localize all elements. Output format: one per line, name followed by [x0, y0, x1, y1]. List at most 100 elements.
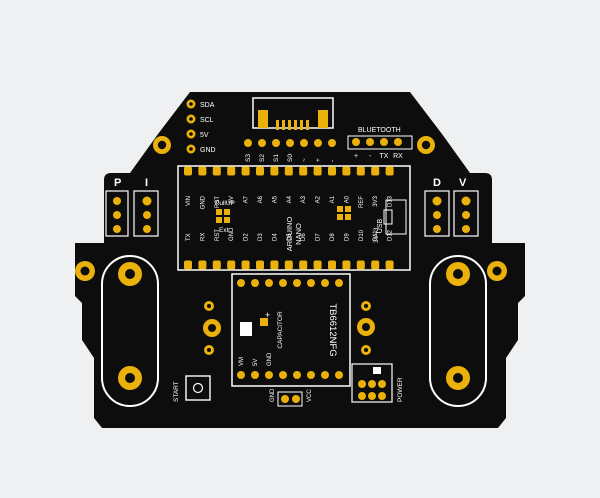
bluetooth-pin-minus: - — [369, 153, 372, 160]
nano-bottom-pin-label-d9: D9 — [344, 233, 350, 241]
nano-bottom-pin-pad-d3 — [256, 260, 264, 270]
nano-bottom-pin-pad-d8 — [328, 260, 336, 270]
nano-bottom-pin-pad-d12 — [385, 260, 394, 270]
nano-bottom-pin-pad-d4 — [270, 260, 279, 270]
v-header: V — [453, 177, 479, 237]
driver-pin-5v: 5V — [253, 359, 259, 366]
nano-top-pin-pad-a7 — [241, 166, 250, 176]
gnd-label: GND — [270, 388, 276, 402]
bluetooth-header: BLUETOOTH + - TX RX — [347, 127, 413, 160]
nano-top-pin-pad-rst — [212, 166, 221, 176]
i2c-label-gnd: GND — [200, 147, 216, 154]
nano-bottom-pin-label-rst: RST — [215, 229, 221, 241]
nano-top-pin-label-a1: A1 — [330, 195, 336, 203]
driver-pin-vm: VM — [239, 357, 245, 366]
nano-smd-pads — [337, 206, 351, 220]
sensor-header: S3 S2 S1 S0 ~ + - — [244, 139, 336, 162]
nano-top-pin-label-d13: D13 — [388, 195, 394, 207]
nano-bottom-pin-pad-d11 — [371, 260, 380, 270]
bluetooth-pin-tx: TX — [380, 153, 389, 160]
power-switch: POWER — [351, 363, 404, 403]
motor-driver-area: + CAPACITOR TB6612NFG VM 5V GND — [231, 273, 351, 387]
nano-top-pin-pad-a6 — [256, 166, 264, 176]
nano-title-line2: NANO — [294, 223, 303, 245]
nano-top-pin-pad-5v — [227, 166, 236, 176]
nano-top-pin-label-a0: A0 — [344, 195, 350, 203]
mounting-holes — [75, 136, 507, 281]
vcc-label: VCC — [307, 389, 313, 402]
nano-bottom-pin-label-d3: D3 — [258, 233, 264, 241]
i2c-header: SDA SCL 5V GND — [186, 99, 216, 154]
nano-bottom-pin-pad-d10 — [356, 260, 365, 270]
sensor-label-s1: S1 — [273, 154, 280, 162]
capacitor-body — [240, 322, 252, 336]
start-label: START — [173, 381, 180, 402]
nano-top-pin-pad-a1 — [328, 166, 336, 176]
sensor-label-tilde: ~ — [301, 158, 308, 162]
nano-top-pin-pad-vin — [184, 166, 192, 176]
nano-bottom-pin-pad-gnd — [227, 260, 236, 270]
sensor-label-plus: + — [315, 158, 322, 162]
nano-top-pin-pad-d13 — [385, 166, 394, 176]
nano-bottom-pin-label-gnd: GND — [229, 227, 235, 241]
nano-top-pin-pad-ref — [356, 166, 365, 176]
nano-bottom-pin-label-d5: D5 — [287, 233, 293, 241]
nano-top-pin-pad-a2 — [313, 166, 322, 176]
nano-top-pin-label-gnd: GND — [200, 195, 206, 209]
pullup-ext-label: Ext — [219, 227, 229, 234]
bluetooth-pin-plus: + — [354, 153, 358, 160]
nano-bottom-pin-pad-d6 — [299, 260, 308, 270]
nano-bottom-pin-pad-rx — [198, 260, 207, 270]
right-motor-slot — [429, 255, 487, 407]
nano-bottom-pin-pad-rst — [212, 260, 221, 270]
pullup-label: PullUP — [215, 200, 235, 207]
nano-title-line1: ARDUINO — [285, 217, 294, 252]
nano-bottom-pin-label-d12: D12 — [388, 229, 394, 241]
nano-bottom-pin-label-d10: D10 — [359, 229, 365, 241]
p-label: P — [114, 177, 121, 189]
nano-bottom-pin-label-d7: D7 — [316, 233, 322, 241]
sensor-label-s3: S3 — [245, 154, 252, 162]
nano-3v3-label: 3V~3 — [373, 227, 380, 243]
nano-bottom-pin-pad-d9 — [342, 260, 351, 270]
driver-pin-gnd: GND — [267, 352, 273, 366]
nano-bottom-pin-pad-d5 — [284, 260, 293, 270]
nano-bottom-pin-pad-d7 — [313, 260, 322, 270]
i-label: I — [145, 177, 148, 189]
bluetooth-title: BLUETOOTH — [358, 127, 401, 134]
nano-top-pin-pad-3v3 — [371, 166, 380, 176]
driver-chip-label: TB6612NFG — [327, 303, 338, 356]
nano-top-pin-label-a7: A7 — [244, 195, 250, 203]
left-motor-slot — [101, 255, 159, 407]
d-header: D — [424, 177, 450, 237]
v-label: V — [459, 177, 467, 189]
nano-top-pin-label-5v: 5V — [229, 196, 235, 203]
nano-bottom-pin-pad-tx — [184, 260, 192, 270]
nano-top-pin-pad-a3 — [299, 166, 308, 176]
i2c-label-scl: SCL — [200, 117, 214, 124]
nano-top-pin-label-ref: REF — [359, 196, 365, 208]
i2c-label-sda: SDA — [200, 102, 215, 109]
nano-bottom-pin-label-d8: D8 — [330, 233, 336, 241]
nano-usb-label: USB — [377, 218, 384, 233]
d-label: D — [433, 177, 441, 189]
pullup-jumper: PullUP Ext — [215, 200, 235, 234]
nano-top-pin-pad-a0 — [342, 166, 351, 176]
nano-top-pin-pad-a4 — [284, 166, 293, 176]
nano-bottom-pin-label-d4: D4 — [272, 233, 278, 241]
auxiliary-pads — [203, 301, 375, 355]
nano-top-pin-label-a6: A6 — [258, 195, 264, 203]
capacitor-label: CAPACITOR — [277, 311, 284, 349]
sensor-label-s2: S2 — [259, 154, 266, 162]
i2c-label-5v: 5V — [200, 132, 209, 139]
nano-top-pin-label-a2: A2 — [316, 195, 322, 203]
sensor-label-s0: S0 — [287, 154, 294, 162]
nano-top-pin-label-3v3: 3V3 — [373, 195, 379, 206]
p-header: P — [105, 177, 129, 237]
nano-bottom-pin-label-rx: RX — [200, 233, 206, 241]
bluetooth-pin-rx: RX — [393, 153, 403, 160]
